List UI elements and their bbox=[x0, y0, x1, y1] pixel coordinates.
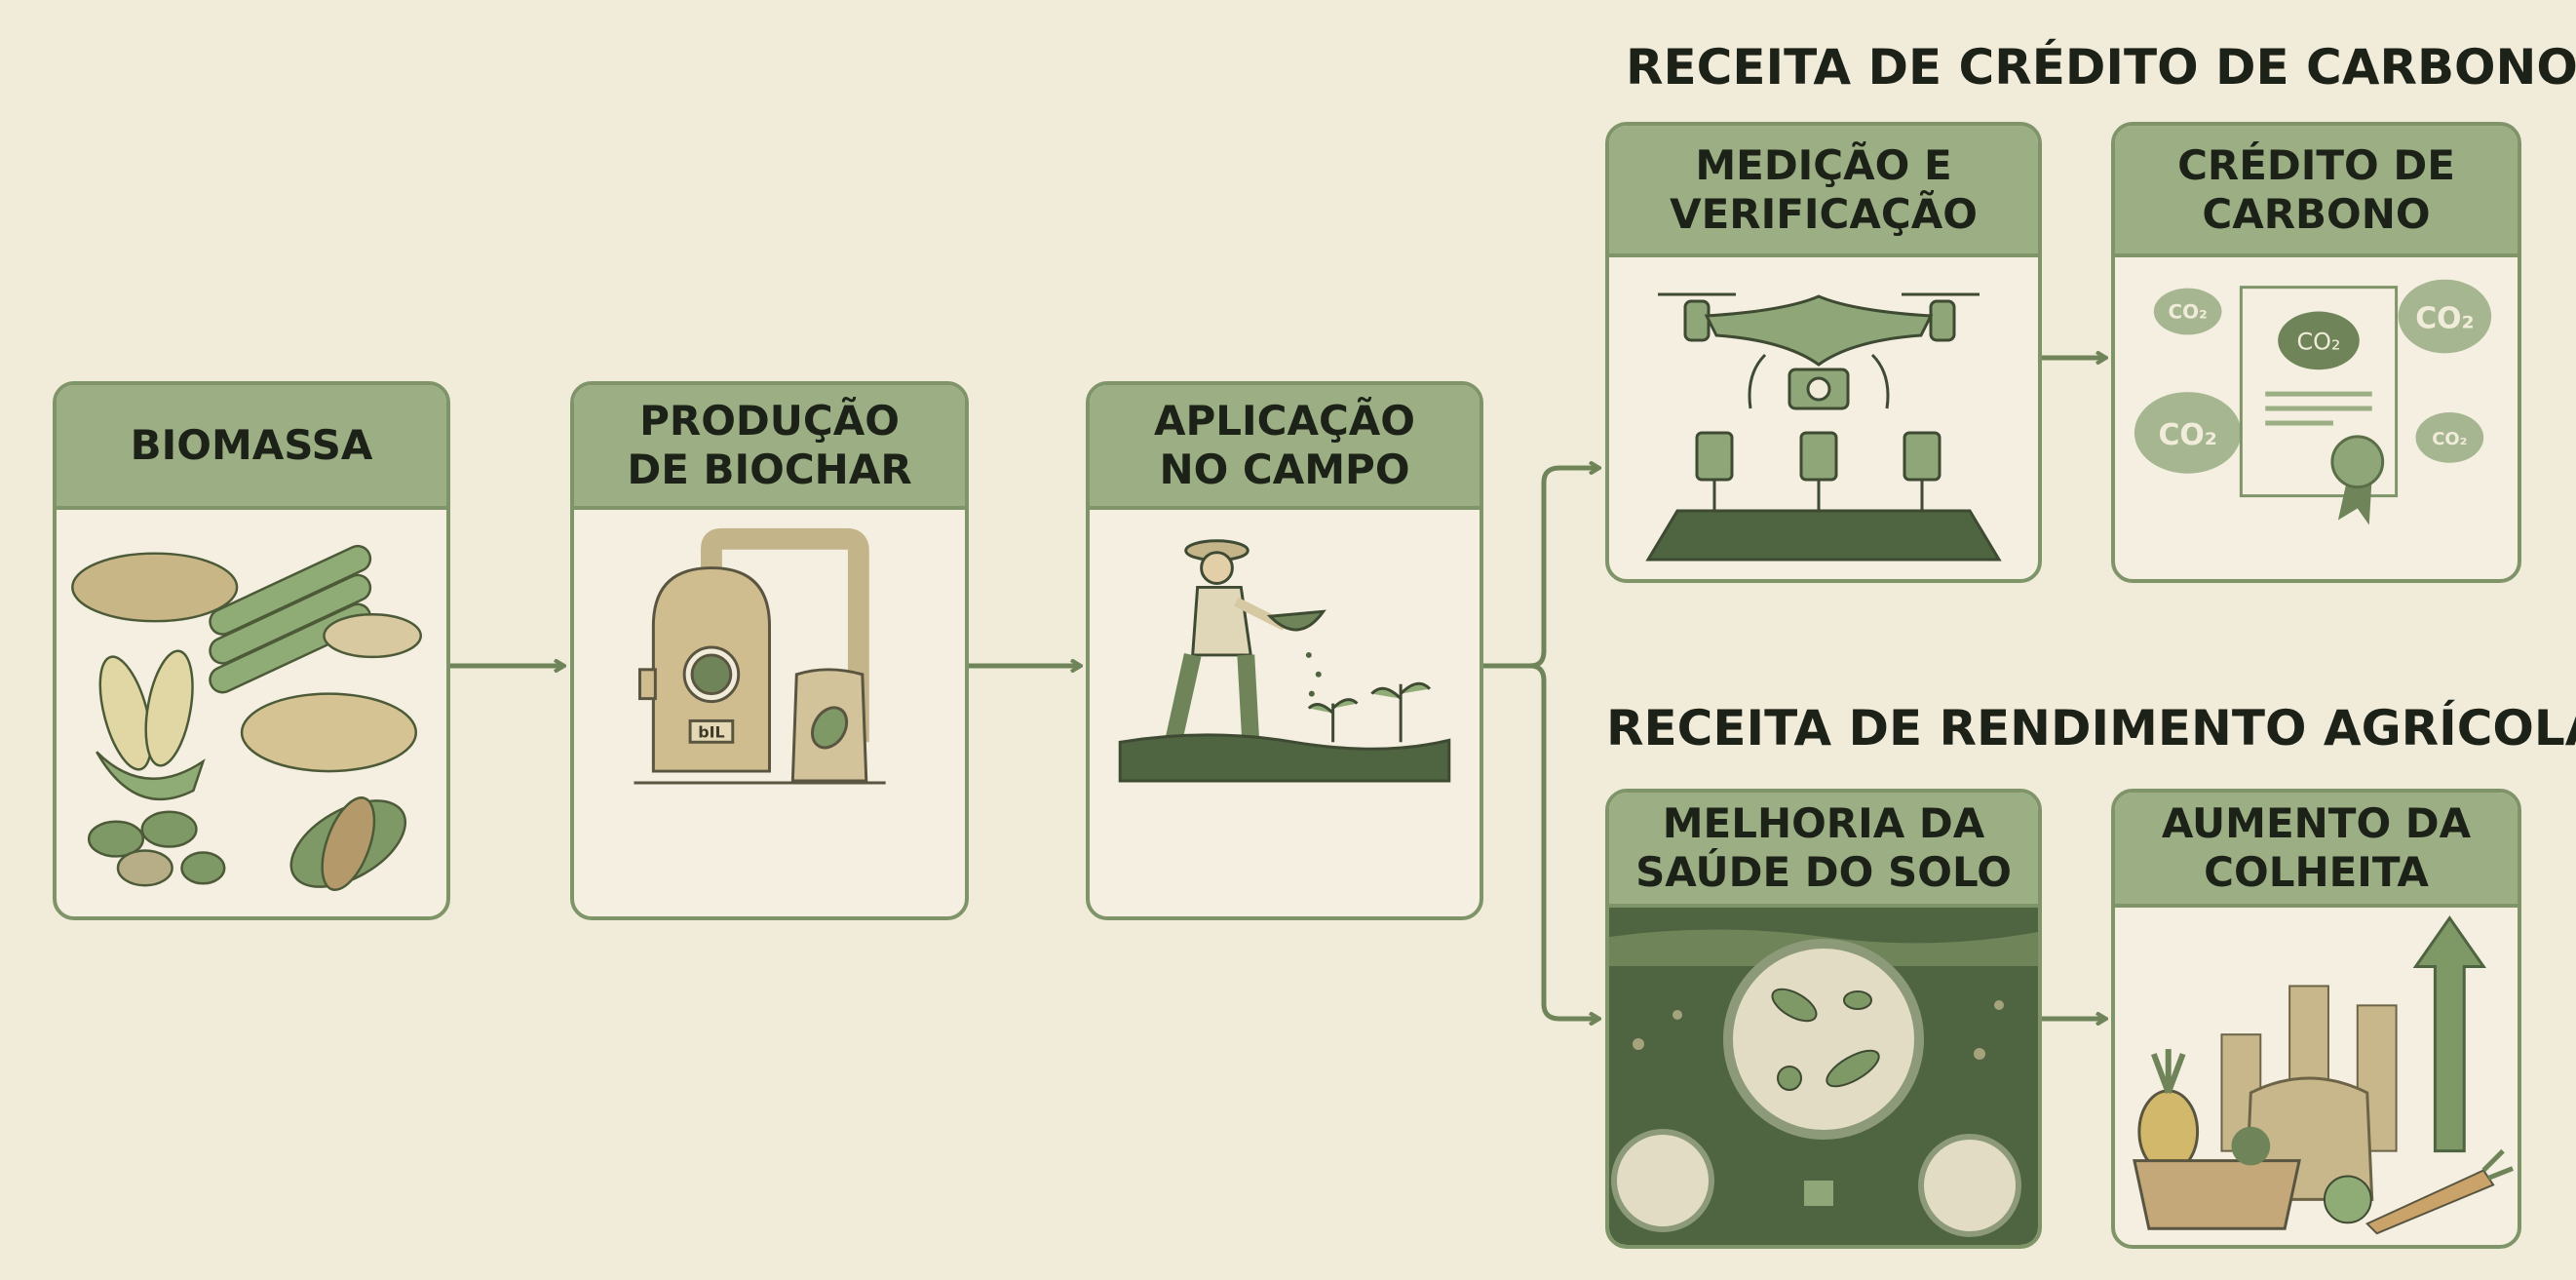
drone-sensors-icon bbox=[1609, 257, 2038, 579]
agricultural-yield-revenue-title: RECEITA DE RENDIMENTO AGRÍCOLA bbox=[1606, 700, 2576, 756]
step-biochar-production: PRODUÇÃO DE BIOCHAR bIL bbox=[570, 381, 969, 920]
step-title: APLICAÇÃO NO CAMPO bbox=[1090, 385, 1480, 510]
farmer-spreading-icon bbox=[1090, 510, 1480, 916]
step-carbon-credit: CRÉDITO DE CARBONO CO₂ CO₂ CO₂ CO₂ CO₂ bbox=[2111, 122, 2521, 583]
step-title: AUMENTO DA COLHEITA bbox=[2115, 793, 2518, 908]
step-harvest-increase: AUMENTO DA COLHEITA bbox=[2111, 789, 2521, 1249]
biomass-crops-icon bbox=[57, 510, 446, 916]
co2-label: CO₂ bbox=[2296, 328, 2340, 355]
co2-label: CO₂ bbox=[2169, 300, 2208, 323]
step-field-application: APLICAÇÃO NO CAMPO bbox=[1086, 381, 1483, 920]
arrow-field-branch-lower bbox=[1529, 663, 1598, 1019]
soil-microbes-icon bbox=[1609, 908, 2038, 1245]
co2-label: CO₂ bbox=[2158, 418, 2216, 452]
co2-label: CO₂ bbox=[2415, 301, 2474, 335]
step-title: BIOMASSA bbox=[57, 385, 446, 510]
reactor-label: bIL bbox=[698, 722, 724, 741]
step-title: MEDIÇÃO E VERIFICAÇÃO bbox=[1609, 126, 2038, 257]
step-title: CRÉDITO DE CARBONO bbox=[2115, 126, 2518, 257]
co2-label: CO₂ bbox=[2432, 429, 2467, 449]
step-biomass: BIOMASSA bbox=[53, 381, 450, 920]
harvest-growth-icon bbox=[2115, 908, 2518, 1245]
certificate-co2-icon: CO₂ CO₂ CO₂ CO₂ CO₂ bbox=[2115, 257, 2518, 579]
step-measurement-verification: MEDIÇÃO E VERIFICAÇÃO bbox=[1605, 122, 2042, 583]
step-title: PRODUÇÃO DE BIOCHAR bbox=[574, 385, 965, 510]
carbon-credit-revenue-title: RECEITA DE CRÉDITO DE CARBONO bbox=[1626, 39, 2576, 96]
pyrolysis-reactor-icon: bIL bbox=[574, 510, 965, 916]
arrow-field-branch bbox=[1483, 468, 1598, 669]
step-title: MELHORIA DA SAÚDE DO SOLO bbox=[1609, 793, 2038, 908]
step-soil-health: MELHORIA DA SAÚDE DO SOLO bbox=[1605, 789, 2042, 1249]
